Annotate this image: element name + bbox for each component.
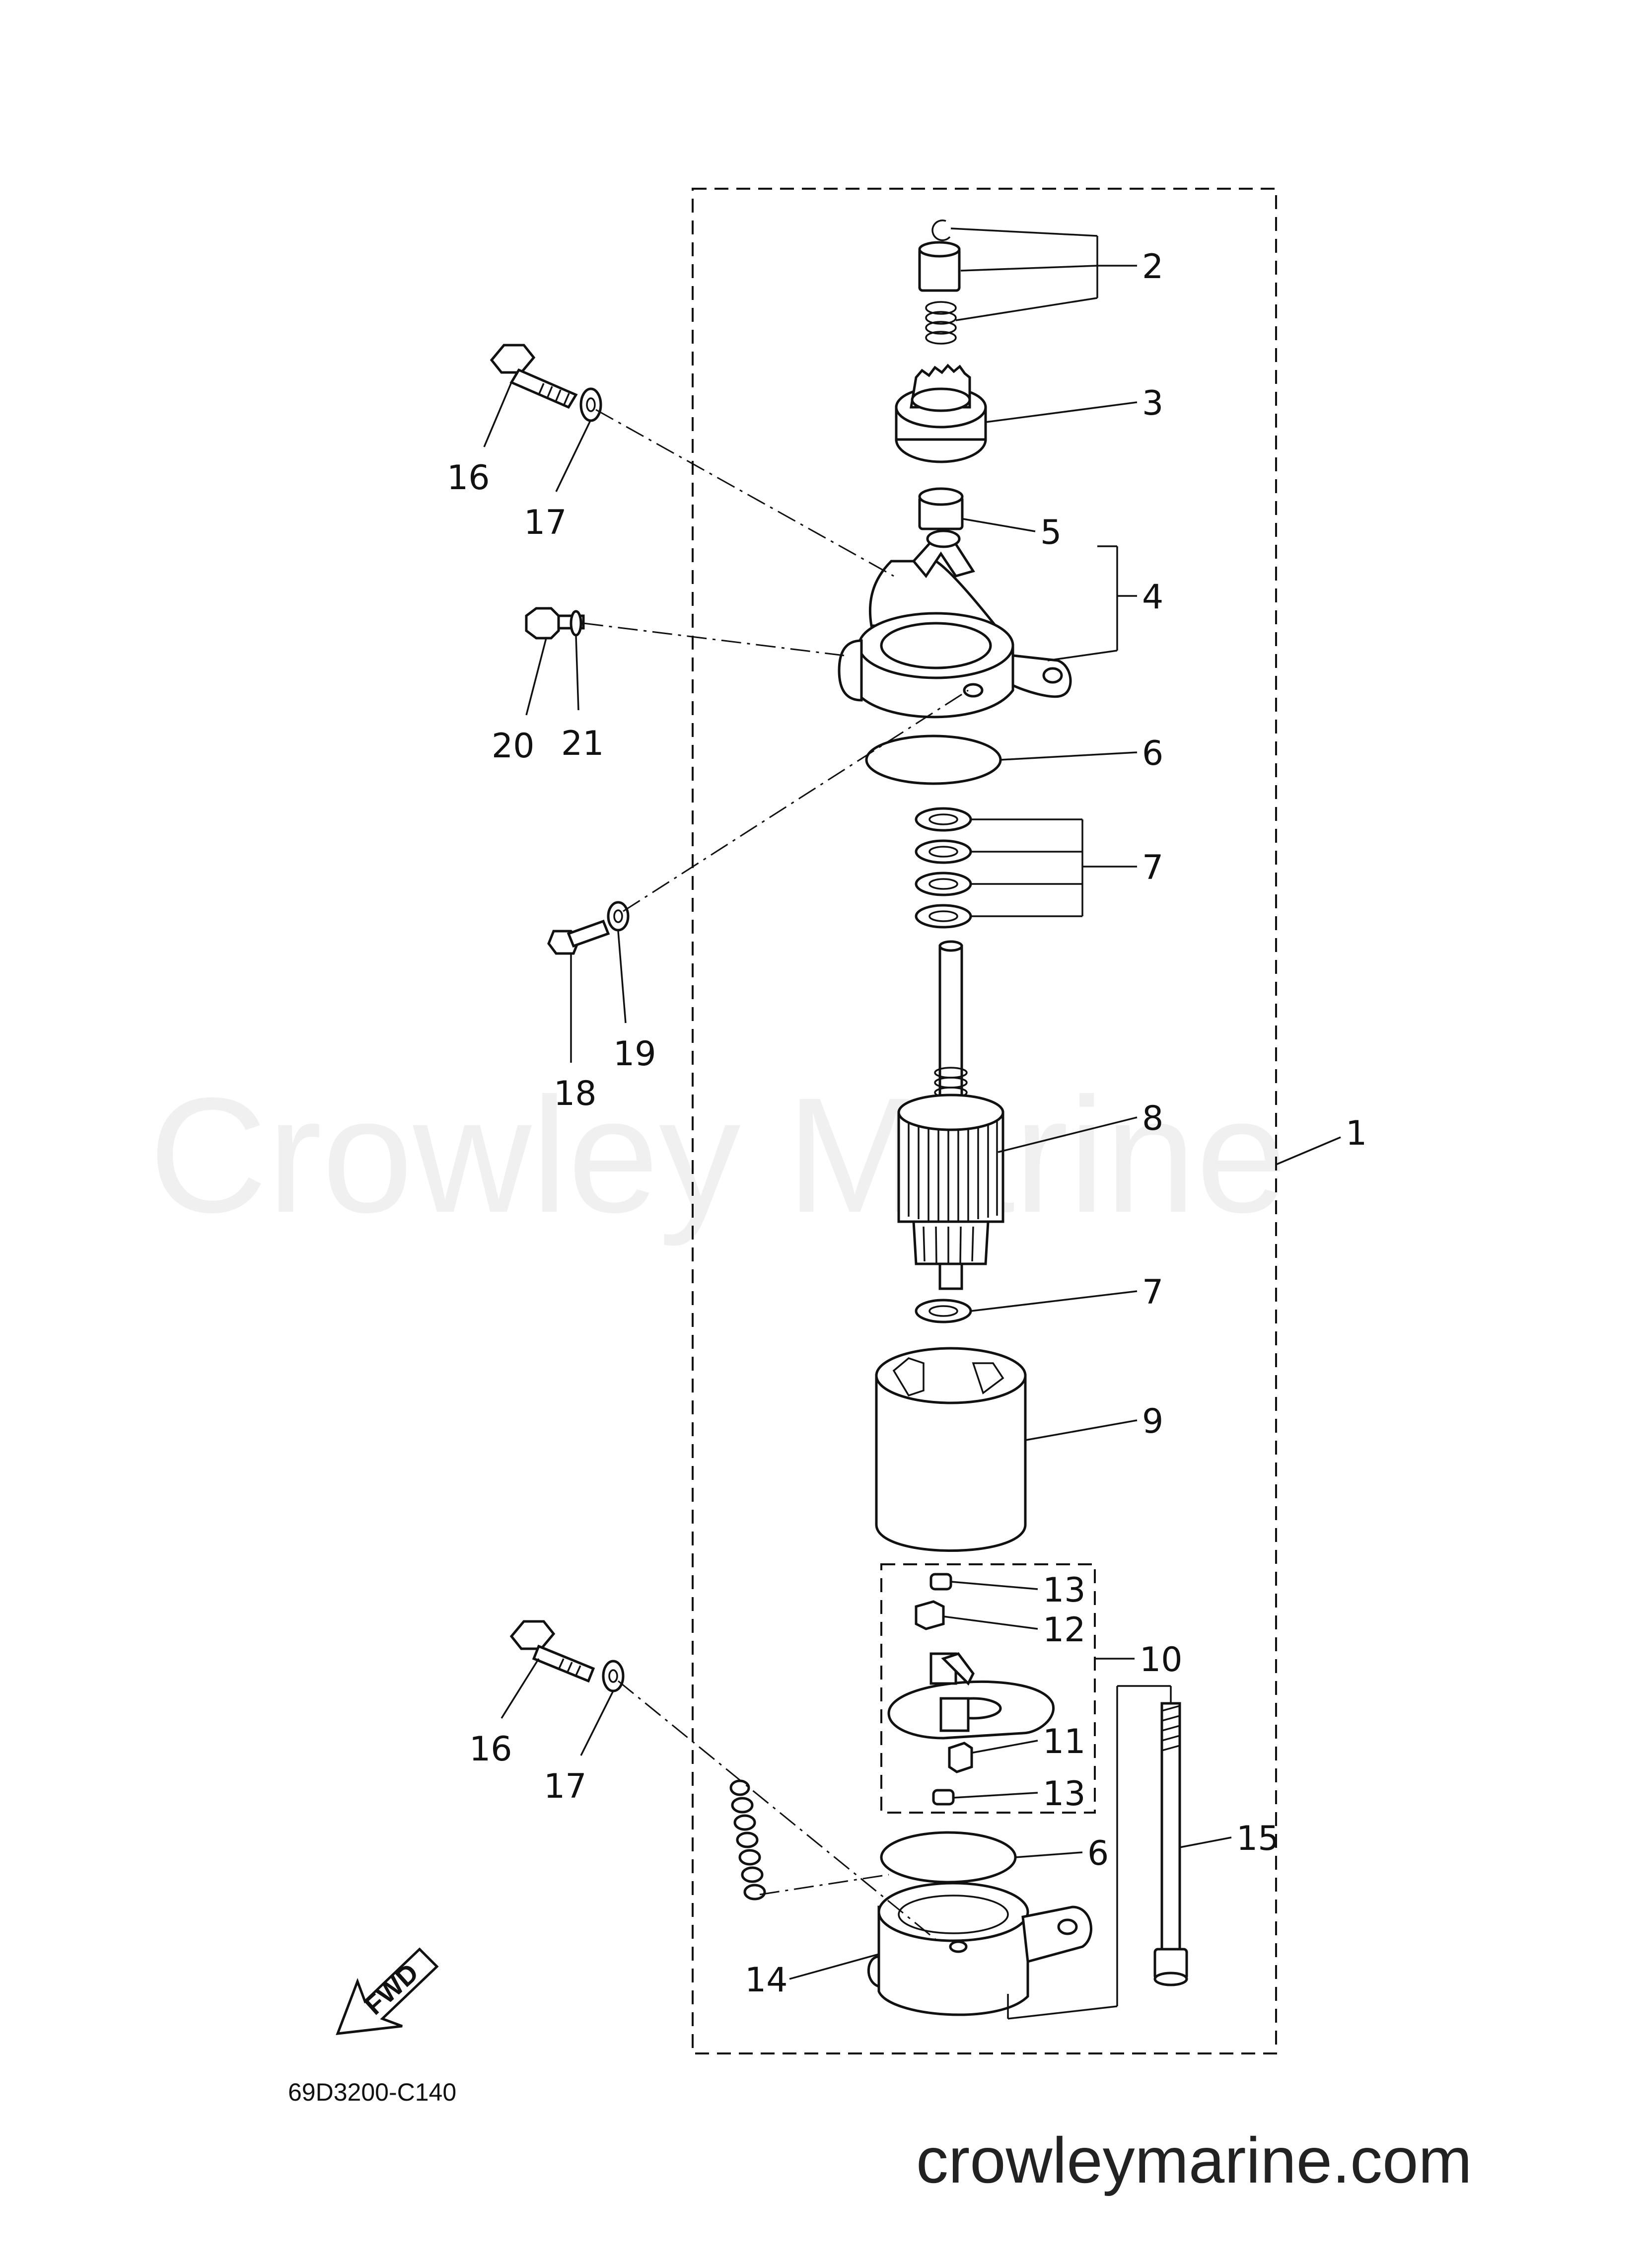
label-12: 12 <box>1043 1610 1086 1650</box>
callout-labels: 2 3 5 4 6 7 8 1 7 9 13 12 10 11 13 6 15 … <box>447 247 1367 2000</box>
part-4-front-bracket <box>838 529 1072 719</box>
part-6-o-ring-bottom <box>880 1831 1017 1884</box>
label-16-lower: 16 <box>469 1730 512 1769</box>
label-19: 19 <box>613 1034 656 1074</box>
part-12-brush <box>915 1600 945 1630</box>
part-7-washer-set <box>915 807 972 929</box>
leader-lines <box>483 227 1341 2020</box>
part-14-rear-cover <box>867 1882 1092 2016</box>
label-16-upper: 16 <box>447 458 490 498</box>
part-11-brush <box>948 1742 973 1773</box>
label-13-top: 13 <box>1043 1571 1086 1610</box>
part-6-o-ring-top <box>865 734 1002 785</box>
label-17-lower: 17 <box>544 1767 587 1806</box>
part-20-screw <box>525 607 585 640</box>
label-18: 18 <box>554 1074 597 1113</box>
website-url: crowleymarine.com <box>916 2124 1472 2196</box>
part-16-bolt-upper <box>490 344 578 409</box>
label-3: 3 <box>1142 384 1163 423</box>
part-19-washer <box>607 901 630 932</box>
label-15: 15 <box>1236 1819 1280 1858</box>
label-10: 10 <box>1140 1640 1183 1680</box>
label-4: 4 <box>1142 578 1163 617</box>
label-1: 1 <box>1346 1114 1367 1153</box>
label-17-upper: 17 <box>524 503 567 542</box>
terminal-nut-set <box>729 1779 766 1901</box>
assembly-guide-lines <box>583 409 969 1943</box>
part-16-bolt-lower <box>509 1620 595 1683</box>
label-14: 14 <box>745 1961 788 2000</box>
part-5-bush <box>918 487 964 530</box>
label-13-bottom: 13 <box>1043 1774 1086 1814</box>
part-8-armature <box>897 940 1004 1290</box>
part-13-brush-spring-bottom <box>932 1789 955 1806</box>
label-20: 20 <box>492 727 535 766</box>
part-17-washer-upper <box>579 387 602 422</box>
label-2: 2 <box>1142 247 1163 287</box>
diagram-code: 69D3200-C140 <box>288 2078 456 2106</box>
label-7-group: 7 <box>1142 848 1163 887</box>
label-5: 5 <box>1040 513 1062 552</box>
label-6-top: 6 <box>1142 734 1163 773</box>
label-8: 8 <box>1142 1099 1163 1138</box>
label-6-bottom: 6 <box>1087 1834 1109 1873</box>
label-21: 21 <box>561 724 604 763</box>
fwd-arrow-icon: FWD <box>336 1947 439 2035</box>
part-9-yoke <box>875 1347 1027 1552</box>
part-18-bolt <box>547 919 610 955</box>
part-17-washer-lower <box>602 1660 625 1692</box>
watermark: Crowley Marine <box>149 1063 1287 1247</box>
part-10-brush-holder-plate <box>887 1652 1055 1740</box>
part-13-brush-spring-top <box>929 1573 952 1591</box>
part-21-washer <box>570 610 582 637</box>
part-7-washer <box>915 1299 972 1323</box>
label-7-single: 7 <box>1142 1273 1163 1312</box>
part-15-through-bolt <box>1153 1702 1188 1986</box>
part-2-pinion-stopper-set <box>918 219 961 345</box>
brush-holder-boundary <box>880 1563 1096 1814</box>
assembly-boundary <box>692 188 1277 2054</box>
label-11: 11 <box>1043 1722 1086 1761</box>
label-9: 9 <box>1142 1402 1163 1441</box>
part-3-pinion-clutch <box>895 364 987 463</box>
